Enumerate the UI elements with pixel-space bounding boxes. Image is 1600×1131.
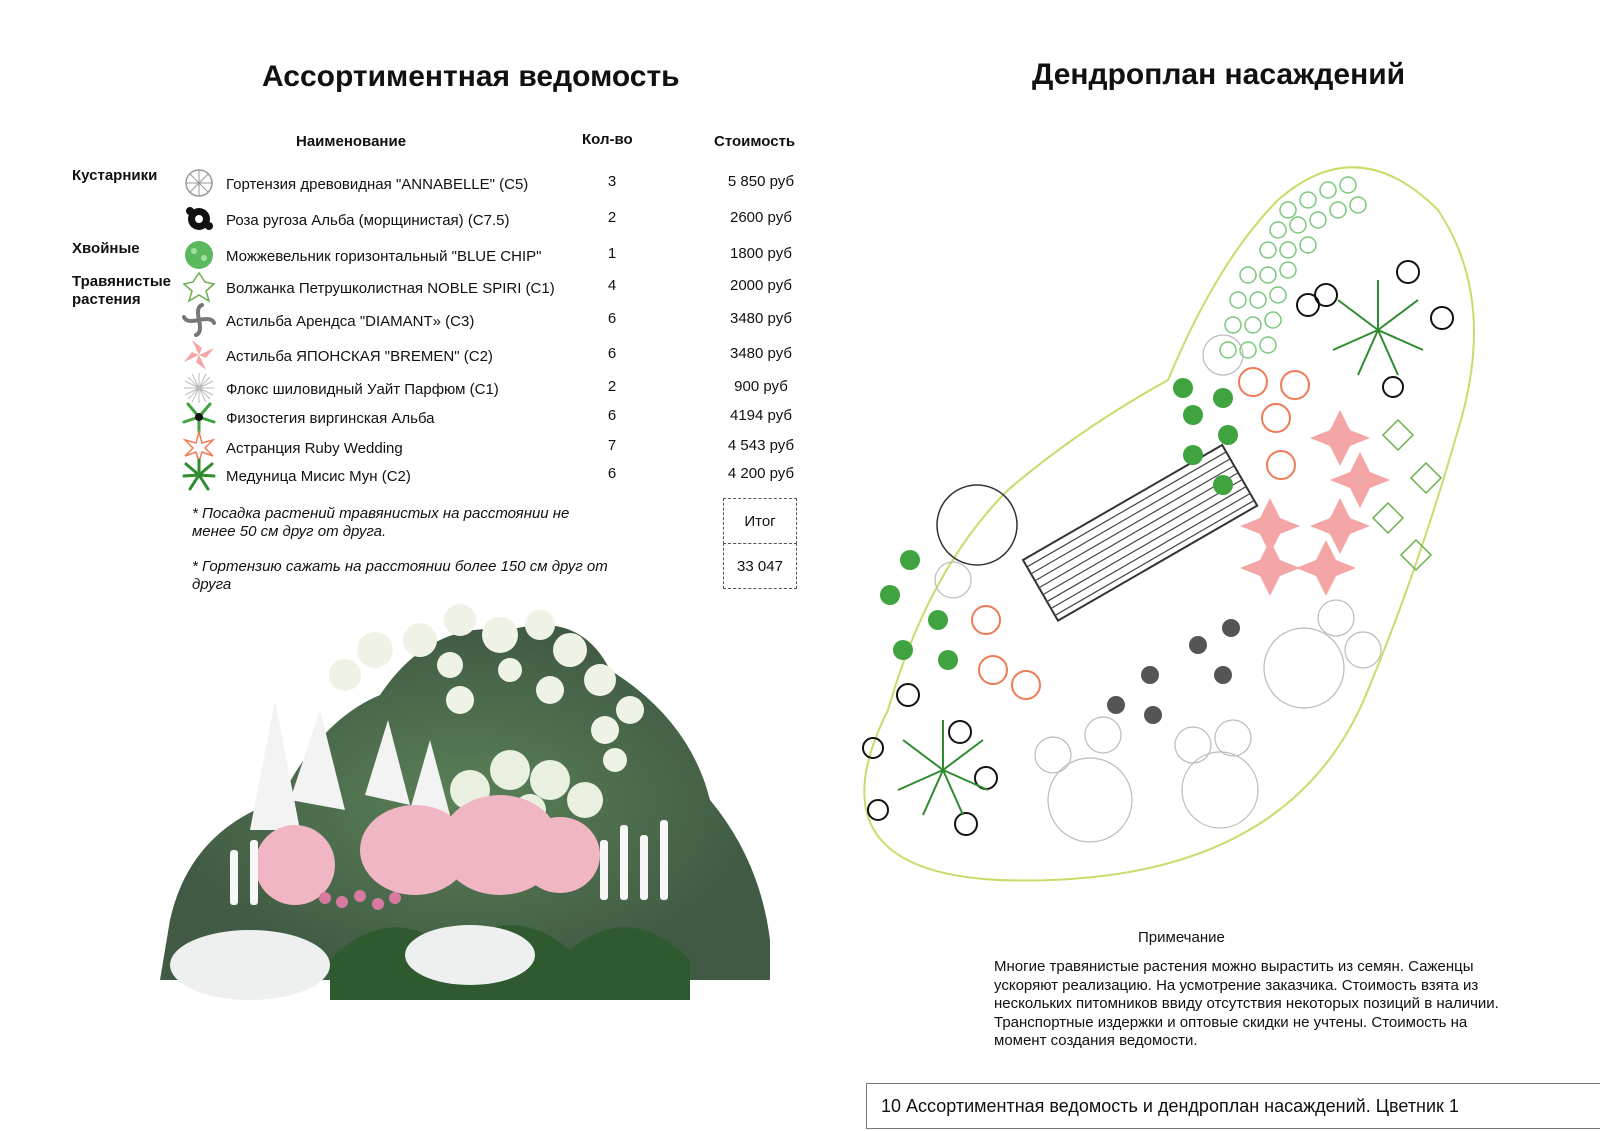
plant-cost: 900 руб	[734, 378, 788, 395]
juniper-icon	[182, 238, 216, 272]
category-shrubs: Кустарники	[72, 167, 158, 184]
plant-qty: 3	[607, 173, 617, 190]
plant-cost: 2600 руб	[730, 209, 792, 226]
plan-title: Дендроплан насаждений	[1032, 58, 1406, 91]
plant-qty: 4	[607, 277, 617, 294]
category-conifers: Хвойные	[72, 240, 140, 257]
pulmonaria-icon	[182, 458, 216, 492]
plant-name: Астранция Ruby Wedding	[226, 440, 403, 457]
lamp-circle	[936, 484, 1018, 566]
plant-name: Роза ругоза Альба (морщинистая) (С7.5)	[226, 212, 510, 229]
rose-icon	[182, 202, 216, 236]
plant-qty: 6	[607, 407, 617, 424]
plant-cost: 5 850 руб	[727, 173, 795, 190]
astilbe-white-icon	[182, 303, 216, 337]
plant-cost: 3480 руб	[730, 345, 792, 362]
plant-qty: 2	[607, 378, 617, 395]
column-header-name: Наименование	[296, 133, 407, 150]
plant-qty: 7	[607, 437, 617, 454]
total-value: 33 047	[737, 557, 783, 575]
phlox-icon	[182, 371, 216, 405]
footer-caption: 10 Ассортиментная ведомость и дендроплан…	[881, 1095, 1459, 1116]
bench-icon	[1021, 443, 1259, 622]
plant-qty: 6	[607, 465, 617, 482]
plant-cost: 4194 руб	[730, 407, 792, 424]
total-value-box: 33 047	[723, 543, 797, 589]
category-herbaceous: Травянистые растения	[72, 273, 171, 308]
total-label-box: Итог	[723, 498, 797, 544]
page-footer: 10 Ассортиментная ведомость и дендроплан…	[866, 1083, 1600, 1129]
plant-cost: 4 543 руб	[727, 437, 795, 454]
plant-qty: 1	[607, 245, 617, 262]
plant-name: Можжевельник горизонтальный "BLUE CHIP"	[226, 248, 542, 265]
plant-cost: 4 200 руб	[727, 465, 795, 482]
planting-note-2: * Гортензию сажать на расстоянии более 1…	[192, 558, 608, 593]
hydrangea-icon	[182, 166, 216, 200]
aruncus-icon	[182, 270, 216, 304]
remark-title: Примечание	[1138, 929, 1225, 946]
table-title: Ассортиментная ведомость	[262, 60, 680, 93]
plant-qty: 6	[607, 345, 617, 362]
astilbe-pink-icon	[182, 338, 216, 372]
plant-name: Астильба ЯПОНСКАЯ "BREMEN" (C2)	[226, 348, 493, 365]
plant-cost: 3480 руб	[730, 310, 792, 327]
dendroplan-drawing	[862, 166, 1475, 882]
remark-text: Многие травянистые растения можно выраст…	[994, 958, 1499, 1049]
plant-name: Физостегия виргинская Альба	[226, 410, 435, 427]
plant-name: Астильба Арендса "DIAMANT» (C3)	[226, 313, 475, 330]
plant-qty: 2	[607, 209, 617, 226]
physostegia-icon	[182, 400, 216, 434]
plant-cost: 1800 руб	[730, 245, 792, 262]
flowerbed-illustration	[160, 604, 770, 1000]
column-header-qty: Кол-во	[582, 131, 633, 148]
column-header-cost: Стоимость	[714, 133, 796, 150]
plant-name: Медуница Мисис Мун (C2)	[226, 468, 411, 485]
plant-cost: 2000 руб	[730, 277, 792, 294]
plant-name: Волжанка Петрушколистная NOBLE SPIRI (C1…	[226, 280, 555, 297]
total-label: Итог	[744, 512, 776, 530]
flowerbed-outline	[863, 166, 1475, 882]
plant-name: Флокс шиловидный Уайт Парфюм (C1)	[226, 381, 499, 398]
plant-qty: 6	[607, 310, 617, 327]
planting-note-1: * Посадка растений травянистых на рассто…	[192, 505, 570, 540]
plant-name: Гортензия древовидная "ANNABELLE" (C5)	[226, 176, 529, 193]
